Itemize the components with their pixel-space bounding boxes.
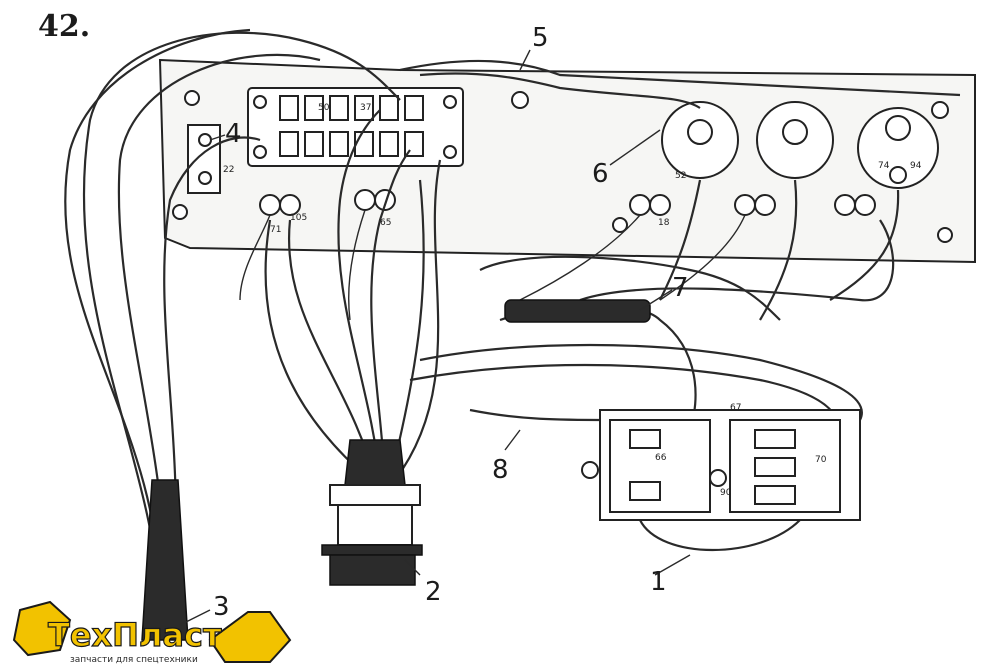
terminal-tag: 105	[290, 213, 307, 223]
excavator-logo-left-icon	[12, 600, 72, 657]
callout-leaders	[179, 49, 691, 626]
harness-wrap-7	[504, 299, 651, 323]
terminal-tag: 22	[223, 165, 234, 175]
terminal-tag: 18	[658, 218, 670, 228]
terminal-tag: 67	[730, 403, 741, 413]
terminal-tag: 70	[815, 455, 827, 465]
callout-7: 7	[672, 273, 689, 303]
switch-4	[187, 124, 221, 194]
callout-4: 4	[225, 119, 242, 149]
excavator-logo-right-icon	[208, 611, 292, 663]
gauges-6	[661, 101, 939, 189]
terminal-tag: 37	[360, 103, 371, 113]
callout-6: 6	[592, 159, 609, 189]
callout-8: 8	[492, 455, 509, 485]
terminal-posts	[259, 189, 876, 216]
callout-3: 3	[213, 592, 230, 622]
harness-exit-3	[141, 479, 189, 641]
figure-number: 42.	[38, 9, 90, 44]
brand-tagline: запчасти для спецтехники	[70, 655, 198, 665]
terminal-tag: 94	[910, 161, 922, 171]
callout-5: 5	[532, 23, 549, 53]
brand-watermark: ТехПласт запчасти для спецтехники	[12, 600, 292, 665]
switch-box-1	[581, 409, 861, 521]
terminal-tag: 66	[655, 453, 667, 463]
brand-name: ТехПласт	[48, 616, 222, 654]
callout-2: 2	[425, 577, 442, 607]
callout-1: 1	[650, 567, 667, 597]
fuse-block	[247, 87, 464, 167]
terminal-tag: 90	[720, 488, 732, 498]
terminal-tag: 71	[270, 225, 281, 235]
terminal-tag: 52	[675, 171, 686, 181]
terminal-tag: 50	[318, 103, 330, 113]
terminal-tags: 22 71 105 65 50 37 52 70 66 67 90 74 94 …	[223, 103, 922, 498]
terminal-tag: 65	[380, 218, 391, 228]
terminal-tag: 74	[878, 161, 890, 171]
connector-2	[321, 439, 423, 586]
